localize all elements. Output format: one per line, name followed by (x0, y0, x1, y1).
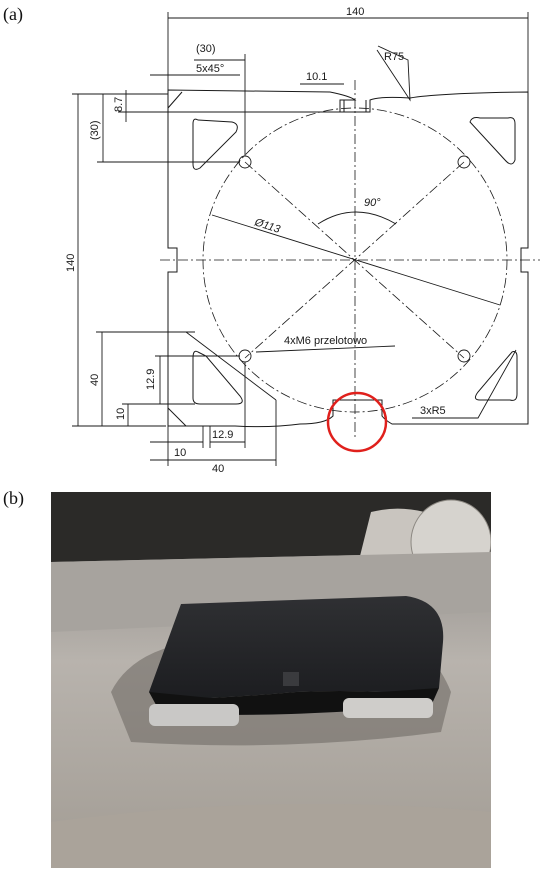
dim-overall-height: 140 (65, 254, 77, 272)
highlight-circle (326, 391, 388, 453)
technical-drawing: 140 R75 10.1 (30) 5x45° 8.7 (30) 140 Ø11… (65, 6, 540, 475)
dim-top-depth: 8.7 (113, 97, 125, 112)
dim-corner-h-10: 10 (115, 408, 127, 420)
panel-label-a: (a) (3, 4, 23, 24)
dim-side-offset-30: (30) (89, 120, 101, 140)
dim-corner-w-12-9: 12.9 (212, 429, 233, 441)
plate-photo (51, 492, 491, 868)
plate-outline (167, 89, 529, 428)
dim-chamfer: 5x45° (196, 63, 224, 75)
hole-tr (457, 155, 471, 169)
dim-bolt-circle: Ø113 (252, 216, 282, 236)
dim-corner-w-10: 10 (174, 447, 186, 459)
dim-corner-h-12-9: 12.9 (145, 369, 157, 390)
pocket-bottom-left (192, 350, 243, 405)
plate-shape (149, 596, 444, 700)
hole-br (457, 349, 471, 363)
pocket-bottom-right (474, 351, 518, 401)
dim-slot-width: 10.1 (306, 71, 327, 83)
panel-label-b: (b) (3, 488, 24, 508)
dim-top-offset-30: (30) (196, 43, 216, 55)
dim-holes: 4xM6 przelotowo (284, 335, 367, 347)
dim-radius-top: R75 (384, 51, 404, 63)
dim-corner-h-40: 40 (89, 374, 101, 386)
dim-overall-width: 140 (346, 6, 364, 18)
dim-angle: 90° (364, 197, 381, 209)
pocket-top-left (192, 118, 238, 170)
pocket-top-right (469, 117, 516, 165)
dim-corner-radii: 3xR5 (420, 405, 446, 417)
hole-bl (238, 349, 252, 363)
dim-corner-w-40: 40 (212, 463, 224, 475)
